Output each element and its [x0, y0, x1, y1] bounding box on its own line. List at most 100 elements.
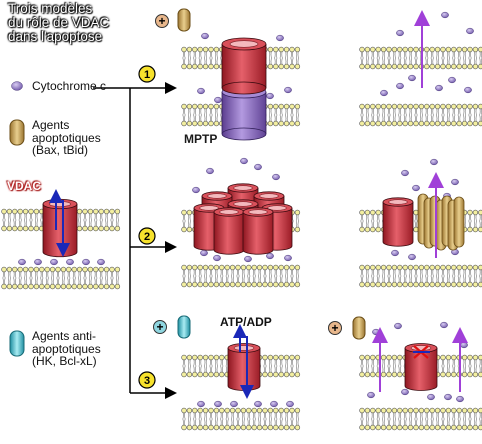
membrane-vdac-inner	[1, 266, 121, 290]
cytochrome-c	[284, 86, 292, 94]
mptp-complex	[221, 37, 267, 141]
legend-cytochrome-label: Cytochrome c	[32, 79, 107, 93]
vdac-oligomer-8	[242, 207, 274, 255]
cytochrome-c	[435, 84, 443, 92]
bax-monomer-7	[453, 196, 465, 248]
cytochrome-c	[391, 249, 399, 257]
cytochrome-c	[396, 29, 404, 37]
legend-pro-apoptotic-icon	[9, 119, 25, 146]
cytochrome-c	[367, 391, 375, 399]
cytochrome-c	[272, 173, 280, 181]
cytochrome-c	[441, 11, 449, 19]
cytochrome-c	[200, 249, 208, 257]
vdac-channel-reference	[42, 198, 78, 258]
cytochrome-c	[451, 178, 459, 186]
cytochrome-c	[197, 400, 205, 408]
plus-badge-model3-sign: +	[156, 320, 163, 334]
cytochrome-c	[270, 400, 278, 408]
cytochrome-c	[276, 34, 284, 42]
legend-anti-line-3: (HK, Bcl-xL)	[32, 354, 97, 369]
vdac-channel-model2	[382, 197, 414, 247]
cytochrome-c	[456, 395, 464, 403]
legend-anti-line-2: apoptotiques	[32, 341, 101, 356]
step-1-badge: 1	[138, 65, 156, 83]
membrane-m1r-outer	[359, 46, 482, 70]
cytochrome-c	[266, 252, 274, 260]
protein-layer	[9, 8, 465, 399]
membrane-m3r-outer	[359, 354, 482, 378]
cytochrome-c	[466, 27, 474, 35]
membrane-m1r-inner	[359, 103, 482, 127]
cytochrome-c	[448, 76, 456, 84]
legend-anti-line-1: Agents anti-	[32, 329, 97, 343]
step-3-badge-label: 3	[144, 375, 150, 387]
cytochrome-c	[244, 255, 252, 263]
cytochrome-c	[394, 322, 402, 330]
title-line-3: dans l'apoptose	[8, 29, 103, 45]
cytochrome-c	[82, 258, 90, 266]
cytochrome-c	[50, 258, 58, 266]
step-3-badge: 3	[138, 371, 156, 389]
plus-badge-model3: +	[153, 320, 167, 334]
title-line-1: Trois modèles	[8, 1, 93, 16]
cytochrome-c	[284, 254, 292, 262]
badge-layer: 1 2 3 + + +	[138, 14, 342, 389]
membrane-m3r-inner	[359, 407, 482, 431]
cytochrome-c	[266, 92, 274, 100]
cytochrome-c	[214, 96, 222, 104]
cytochrome-c	[192, 186, 200, 194]
plus-badge-model3-right: +	[328, 321, 342, 335]
cytochrome-c	[34, 258, 42, 266]
cytochrome-c	[214, 400, 222, 408]
cytochrome-c	[401, 388, 409, 396]
model1-pro-agent-icon	[177, 8, 191, 32]
legend-pro-line-1: Agents	[32, 118, 70, 132]
legend-pro-line-2: apoptotiques	[32, 130, 101, 145]
cytochrome-c	[230, 400, 238, 408]
legend-anti-apoptotic-label: Agents anti- apoptotiques (HK, Bcl-xL)	[32, 330, 101, 368]
vdac-channel-blocked	[404, 343, 438, 391]
cytochrome-c	[460, 341, 468, 349]
cytochrome-c	[444, 393, 452, 401]
step-1-badge-label: 1	[144, 69, 150, 81]
cytochrome-c	[408, 253, 416, 261]
cytochrome-c	[66, 258, 74, 266]
cytochrome-c	[396, 82, 404, 90]
plus-badge-model3-right-sign: +	[331, 321, 338, 335]
cytochrome-c	[206, 167, 214, 175]
legend-cytochrome-dot	[11, 81, 23, 91]
arrow-layer	[372, 10, 468, 392]
cytochrome-c	[440, 321, 448, 329]
connector-lines	[93, 82, 177, 399]
plus-badge-model1-sign: +	[158, 14, 165, 28]
title-line-2: du rôle de VDAC	[8, 15, 110, 31]
legend-pro-apoptotic-label: Agents apoptotiques (Bax, tBid)	[32, 119, 101, 157]
cytochrome-c	[254, 400, 262, 408]
membrane-m2-inner	[181, 264, 301, 288]
cytochrome-c	[286, 400, 294, 408]
vdac-label: VDAC	[7, 179, 42, 193]
cytochrome-c	[412, 184, 420, 192]
vdac-oligomer-7	[213, 207, 245, 255]
cytochrome-c	[380, 89, 388, 97]
cytochrome-c	[464, 86, 472, 94]
cytochrome-c	[408, 74, 416, 82]
cytochrome-c	[427, 393, 435, 401]
legend-anti-apoptotic-icon	[9, 330, 25, 357]
mptp-label: MPTP	[184, 132, 218, 146]
atp-adp-label: ATP/ADP	[220, 315, 272, 329]
cytochrome-c	[401, 169, 409, 177]
legend-pro-line-3: (Bax, tBid)	[32, 143, 89, 158]
step-2-badge-label: 2	[144, 231, 150, 243]
cytochrome-c	[18, 258, 26, 266]
bax-oligomer	[417, 193, 465, 251]
cytochrome-c	[254, 163, 262, 171]
cytochrome-c	[372, 328, 380, 336]
step-2-badge: 2	[138, 227, 156, 245]
cytochrome-c	[201, 32, 209, 40]
cytochrome-c	[240, 157, 248, 165]
cytochrome-c	[213, 254, 221, 262]
membrane-m3-inner	[181, 407, 301, 431]
vdac-channel-model3	[227, 343, 261, 391]
